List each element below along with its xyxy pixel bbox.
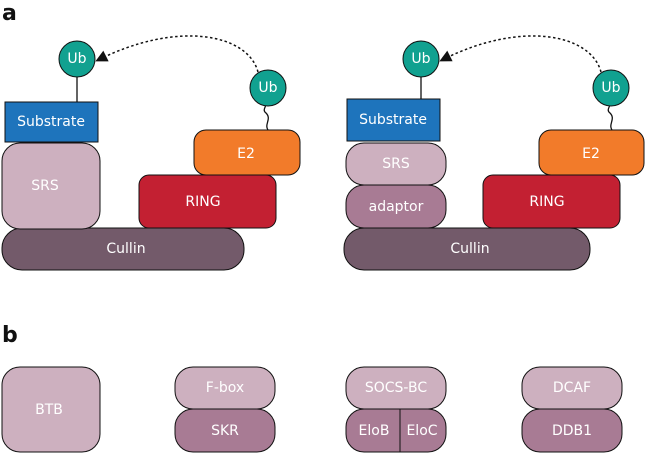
ub-e2-right bbox=[592, 69, 630, 107]
dcaf-label: DCAF bbox=[553, 380, 591, 396]
btb-group: BTB bbox=[1, 366, 101, 453]
e2-left bbox=[193, 129, 301, 176]
ub-e2-tether-left bbox=[263, 103, 269, 131]
ub-top-right-label: Ub bbox=[411, 51, 430, 67]
cullin-right bbox=[343, 227, 591, 271]
ddb1-label: DDB1 bbox=[552, 423, 592, 439]
panel-b-label: b bbox=[2, 323, 18, 348]
adaptor-right-label: adaptor bbox=[369, 199, 424, 215]
panel-a-label: a bbox=[2, 1, 17, 26]
ub-e2-tether-right bbox=[607, 103, 613, 131]
ub-top-right bbox=[402, 40, 440, 78]
ub-transfer-arrow-left bbox=[95, 35, 259, 73]
srs-left bbox=[1, 142, 101, 230]
ub-top-left bbox=[58, 40, 96, 78]
skr-label: SKR bbox=[211, 423, 239, 439]
ring-left-label: RING bbox=[185, 194, 220, 210]
elob-label: EloB bbox=[359, 423, 390, 439]
btb-block bbox=[1, 366, 101, 453]
ub-transfer-arrow-right bbox=[439, 35, 602, 73]
cullin-right-label: Cullin bbox=[450, 241, 489, 257]
srs-right-label: SRS bbox=[382, 156, 410, 172]
fbox-block bbox=[174, 366, 276, 410]
socs-bc-group: EloB EloC SOCS-BC bbox=[345, 366, 447, 453]
ub-e2-left-label: Ub bbox=[258, 80, 277, 96]
ub-top-left-label: Ub bbox=[67, 51, 86, 67]
substrate-right bbox=[346, 98, 441, 142]
substrate-left bbox=[4, 101, 99, 143]
srs-left-label: SRS bbox=[31, 178, 59, 194]
substrate-left-label: Substrate bbox=[17, 114, 85, 130]
dcaf-block bbox=[521, 366, 623, 410]
srs-right bbox=[345, 142, 447, 186]
eloc-label: EloC bbox=[406, 423, 437, 439]
socs-bc-block bbox=[345, 366, 447, 410]
e2-right bbox=[538, 129, 645, 176]
ub-e2-right-label: Ub bbox=[601, 80, 620, 96]
fbox-label: F-box bbox=[206, 380, 244, 396]
substrate-right-label: Substrate bbox=[359, 112, 427, 128]
dcaf-ddb1-group: DDB1 DCAF bbox=[521, 366, 623, 453]
ub-e2-left bbox=[249, 69, 287, 107]
ring-right-label: RING bbox=[529, 194, 564, 210]
cullin-left bbox=[1, 227, 245, 271]
fbox-skr-group: SKR F-box bbox=[174, 366, 276, 453]
e2-right-label: E2 bbox=[582, 146, 600, 162]
crl-left-complex: Cullin SRS Substrate Ub RING E2 Ub bbox=[1, 35, 301, 271]
e2-left-label: E2 bbox=[237, 146, 255, 162]
socs-bc-label: SOCS-BC bbox=[365, 380, 427, 396]
cullin-left-label: Cullin bbox=[106, 241, 145, 257]
btb-label: BTB bbox=[35, 402, 63, 418]
crl-right-complex: Cullin adaptor SRS Substrate Ub RING E2 … bbox=[343, 35, 645, 271]
